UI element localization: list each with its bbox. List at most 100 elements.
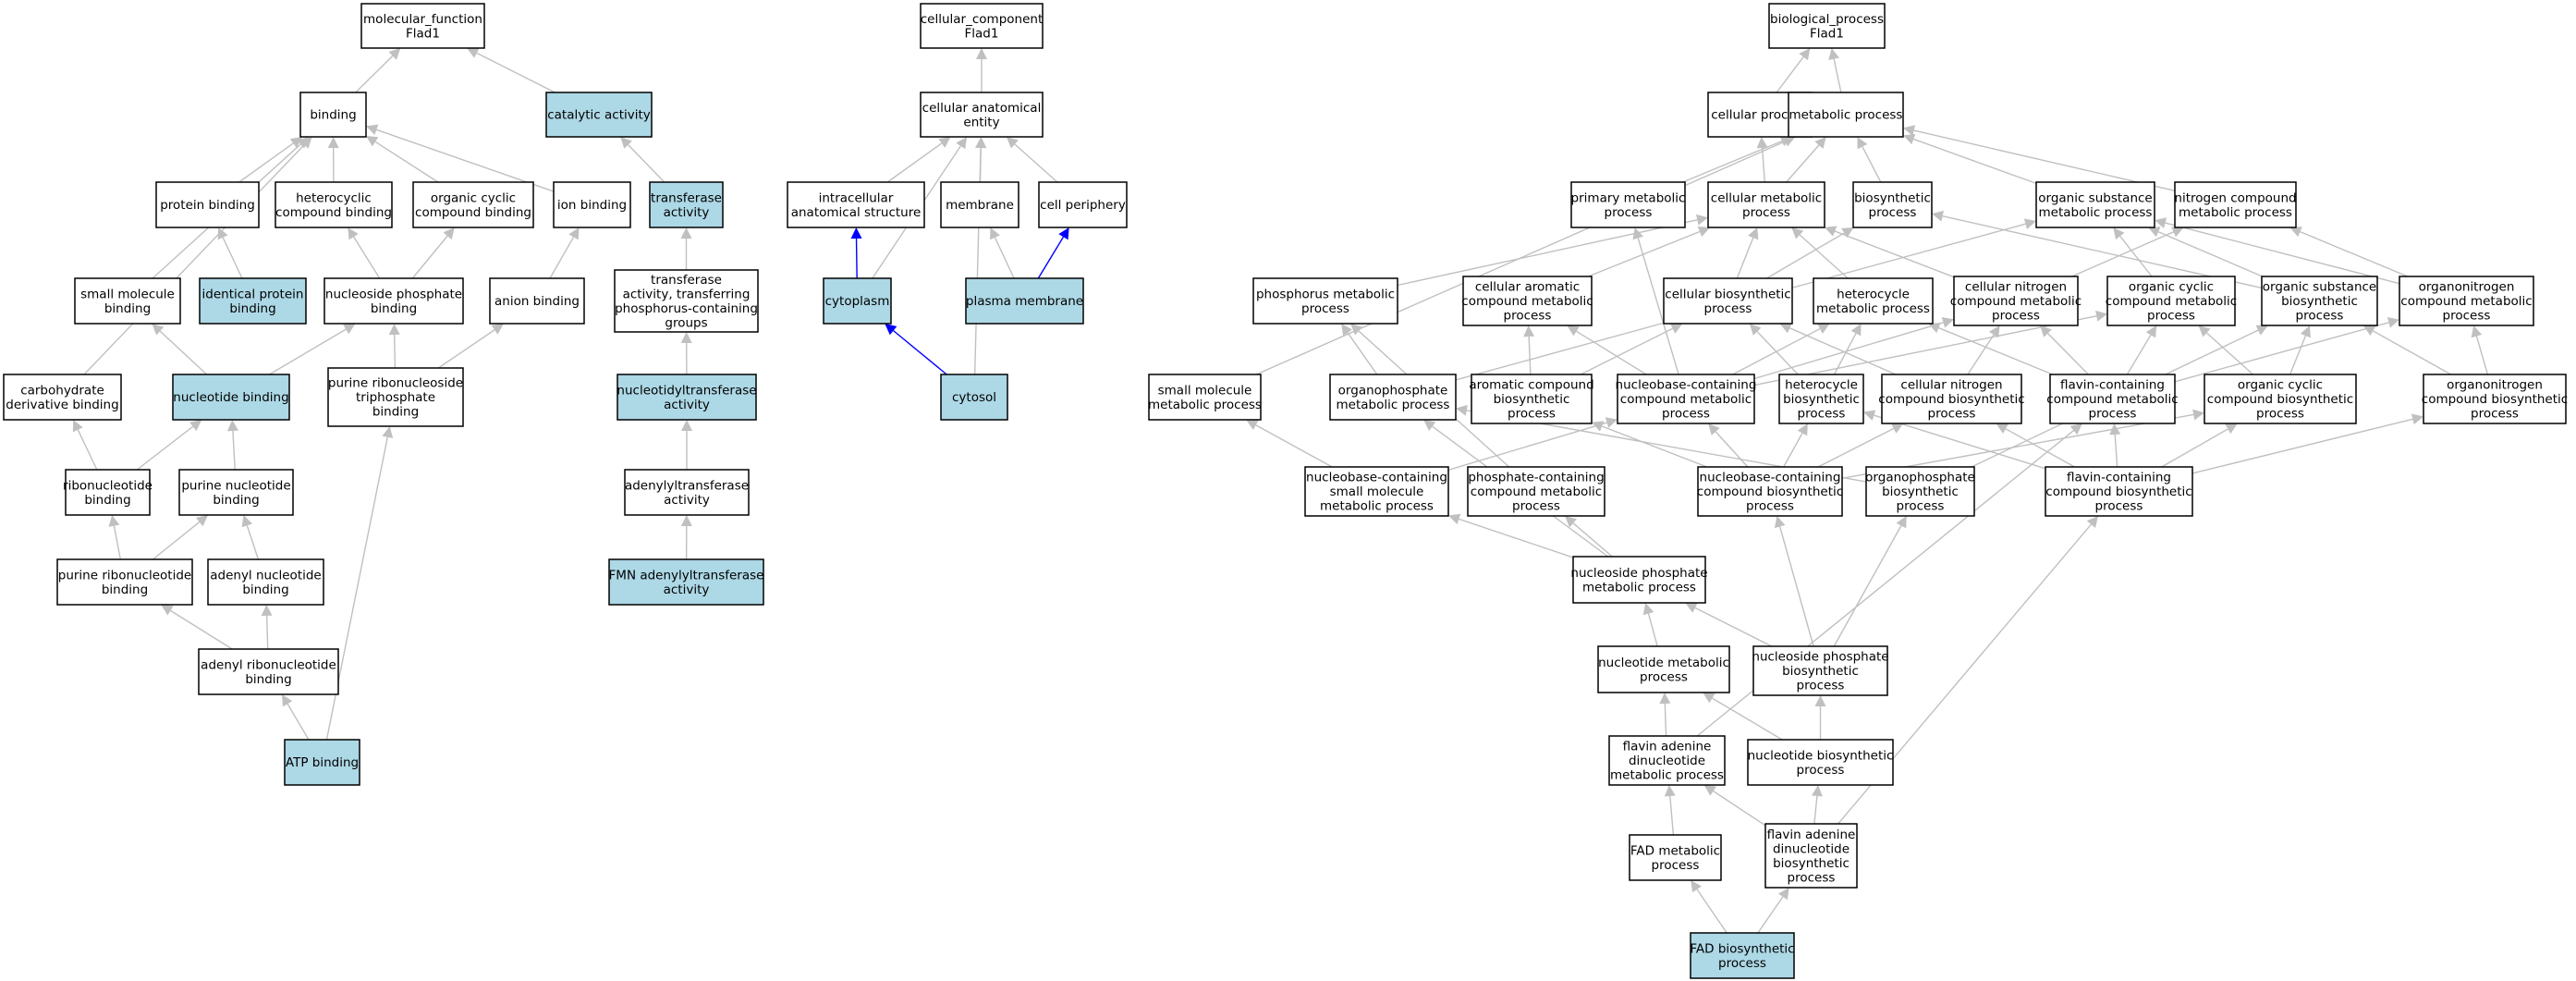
node-box (1953, 276, 2079, 326)
go-term-node-atp-binding[interactable]: ATP binding (284, 739, 360, 786)
node-box (920, 3, 1044, 49)
arrowhead (1828, 48, 1839, 60)
go-term-node-metabolic-process[interactable]: metabolic process (1788, 92, 1904, 138)
node-label-line: process (1640, 669, 1688, 684)
edge-line (1817, 427, 1895, 468)
arrowhead (680, 332, 692, 344)
node-label-line: process (1742, 205, 1790, 220)
go-term-node-cytoplasm[interactable]: cytoplasm (823, 277, 892, 325)
arrowhead (1791, 227, 1804, 239)
go-term-node-anion-binding[interactable]: anion binding (489, 277, 585, 325)
node-box (327, 367, 464, 427)
node-label-line: entity (963, 115, 999, 129)
go-term-node-ion-binding[interactable]: ion binding (553, 181, 631, 228)
go-term-node-fad-dinucleotide-biosynthetic[interactable]: flavin adeninedinucleotidebiosyntheticpr… (1764, 823, 1858, 889)
arrowhead (1691, 880, 1702, 893)
node-box (940, 181, 1019, 228)
go-term-node-catalytic[interactable]: catalytic activity (545, 92, 653, 138)
edge-cellular_anatomical_entity-to-cc_root (976, 48, 987, 92)
go-term-node-cell-periphery[interactable]: cell periphery (1038, 181, 1128, 228)
node-box (608, 558, 764, 606)
go-term-node-membrane[interactable]: membrane (940, 181, 1019, 228)
go-term-node-protein-binding[interactable]: protein binding (155, 181, 260, 228)
node-label-line: biosynthetic (1773, 856, 1850, 871)
edge-line (1833, 333, 1857, 375)
node-label-line: process (1718, 956, 1766, 971)
arrowhead (1350, 324, 1363, 336)
node-label-line: anatomical structure (791, 205, 922, 220)
go-term-node-plasma-membrane[interactable]: plasma membrane (965, 277, 1084, 325)
arrowhead (1756, 137, 1768, 149)
go-term-node-binding[interactable]: binding (299, 92, 367, 138)
go-term-node-nucleotide-binding[interactable]: nucleotide binding (172, 374, 290, 421)
node-label-line: Flad1 (406, 26, 440, 41)
go-term-node-cytosol[interactable]: cytosol (940, 374, 1008, 421)
edge-organonitrogen_biosynthetic-to-organic_substance_biosynthetic (2362, 325, 2451, 375)
edge-nucleoside_phosphate_biosynthetic-to-organophosphate_biosynthetic (1833, 516, 1907, 647)
edge-phosphorus_metabolic-to-cellular_metabolic (1397, 214, 1708, 287)
arrowhead (241, 515, 253, 528)
edge-line (265, 615, 269, 650)
node-label-line: process (1504, 309, 1552, 324)
edge-line (2289, 335, 2307, 375)
node-label-line: process (2471, 407, 2519, 422)
edge-line (1783, 433, 1803, 468)
